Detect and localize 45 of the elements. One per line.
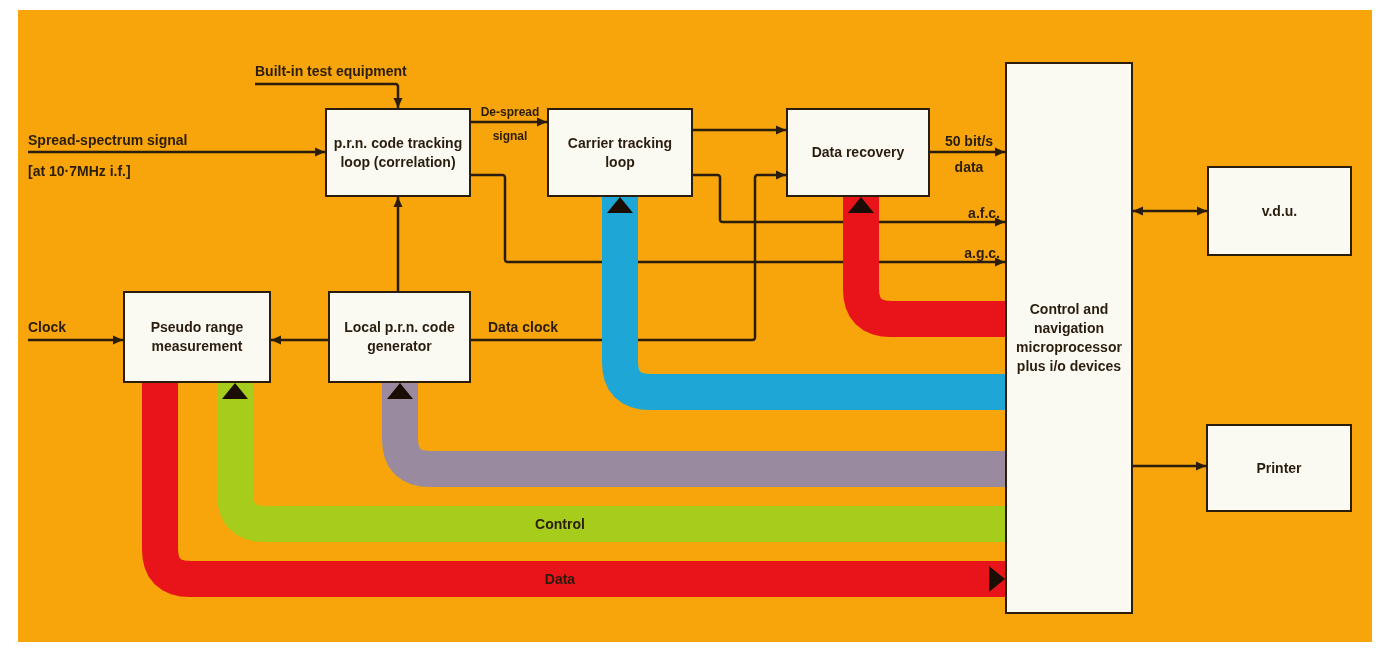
bus-arrow [382,383,1005,487]
bus-arrow [217,383,1005,542]
process-box [123,291,271,383]
edge-label: a.f.c. [967,204,1000,222]
box-label: Carrier tracking loop [566,133,674,172]
arrow [28,147,325,157]
arrow [471,170,786,342]
arrow [471,173,1005,267]
edge-label: Clock [28,318,68,336]
bus-arrow [142,383,1005,597]
bus-label: Control [534,515,586,533]
bus-arrow [602,197,1005,410]
process-box [325,108,471,197]
arrow [693,173,1005,227]
box-label: Control and navigation microprocessor plus i/o devices [1015,300,1123,376]
edge-label: De-spread signal [479,104,541,145]
arrow [930,147,1005,157]
arrow [255,82,403,108]
box-label: v.d.u. [1260,201,1299,221]
bus-arrow [843,197,1005,337]
process-box [1207,166,1352,256]
process-box [1206,424,1352,512]
process-box [786,108,930,197]
note-text: [at 10·7MHz i.f.] [28,162,131,180]
edge-label: Spread-spectrum signal [28,131,189,149]
box-label: Local p.r.n. code generator [343,318,456,356]
edge-label: 50 bit/s data [943,132,995,177]
bus-label: Data [543,570,577,588]
process-box [1005,62,1133,614]
edge-label: Data clock [488,318,560,336]
arrow [28,335,123,345]
process-box [328,291,471,383]
box-label: Pseudo range measurement [149,318,245,356]
arrow [271,335,328,345]
arrow [1133,461,1206,471]
box-label: Data recovery [810,143,906,162]
arrow [693,125,786,135]
arrow [393,197,403,291]
edge-label: a.g.c. [963,244,1000,262]
box-label: p.r.n. code tracking loop (correlation) [332,133,464,172]
arrow [1133,206,1207,216]
process-box [547,108,693,197]
edge-label: Built-in test equipment [255,62,408,80]
arrow [471,117,547,127]
box-label: Printer [1255,458,1303,478]
